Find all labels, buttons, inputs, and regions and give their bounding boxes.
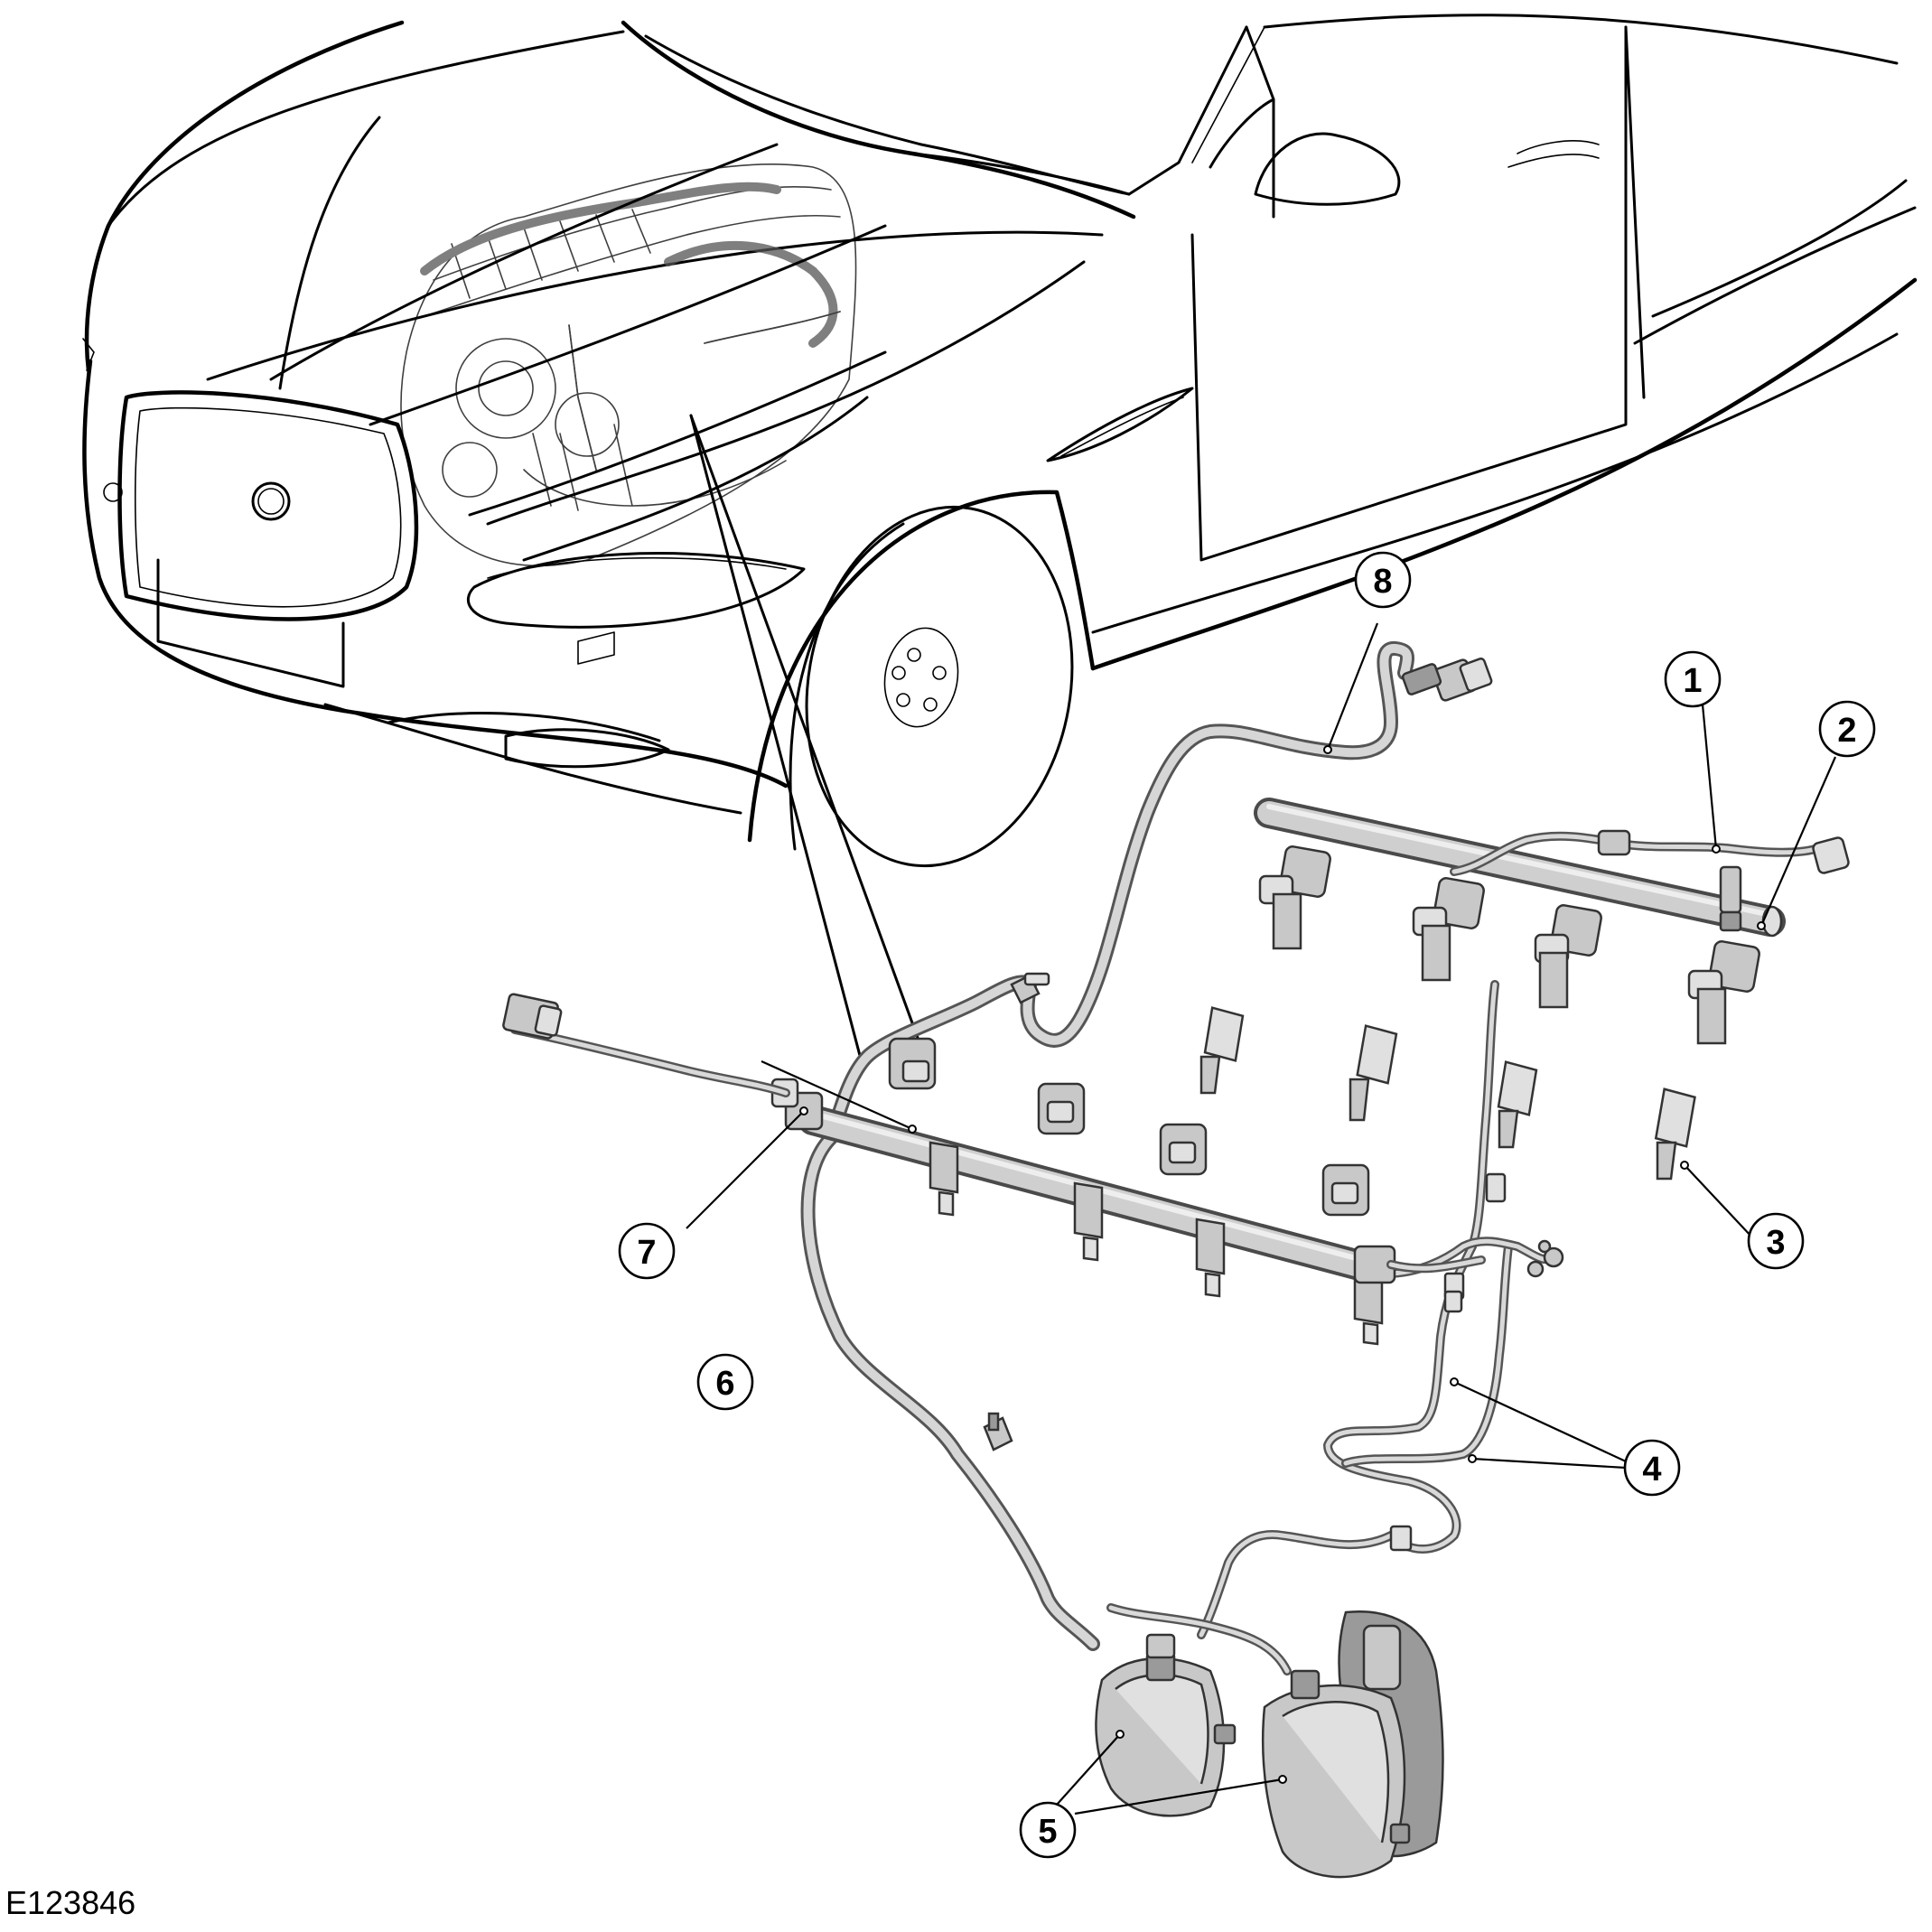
callout-7: 7: [618, 1222, 676, 1280]
callout-1: 1: [1664, 650, 1722, 708]
injector-upper-3: [1497, 904, 1602, 1149]
fuel-rail-lower: [502, 993, 1545, 1346]
svg-text:8: 8: [1373, 563, 1392, 601]
injector-lower-1: [888, 1037, 959, 1217]
callout-8: 8: [1354, 551, 1412, 609]
detail-pointer-lines: [689, 414, 923, 1068]
callout-leaders: [686, 622, 1837, 1815]
engine-illustration: [400, 163, 857, 567]
svg-text:3: 3: [1766, 1224, 1785, 1262]
svg-text:2: 2: [1837, 712, 1856, 750]
figure-id: E123846: [5, 1884, 136, 1921]
injector-lower-3: [1159, 1123, 1226, 1298]
injector-lower-4: [1321, 1163, 1384, 1346]
injector-upper-2: [1349, 877, 1485, 1122]
injector-lower-2: [1037, 1082, 1104, 1262]
vehicle-outline: [82, 14, 1918, 868]
svg-text:6: 6: [715, 1365, 734, 1403]
callout-2: 2: [1818, 700, 1876, 758]
high-pressure-pipes: [1106, 980, 1564, 1675]
injector-upper-1: [1199, 845, 1331, 1095]
svg-text:1: 1: [1683, 662, 1702, 700]
injector-upper-4: [1654, 940, 1760, 1181]
svg-text:5: 5: [1038, 1813, 1057, 1851]
fuel-system-detail: [502, 641, 1850, 1879]
fuel-supply-pipe: [800, 641, 1493, 1651]
callout-4: 4: [1623, 1439, 1681, 1497]
callout-5: 5: [1019, 1801, 1077, 1859]
fuel-rail-upper: [1199, 798, 1850, 1181]
hood-section-lines: [269, 143, 887, 562]
svg-text:7: 7: [637, 1234, 656, 1272]
fuel-pump-2: [1261, 1610, 1444, 1879]
callout-6: 6: [696, 1353, 754, 1411]
fuel-pump-1: [1095, 1633, 1237, 1817]
callout-3: 3: [1747, 1212, 1805, 1270]
svg-text:4: 4: [1642, 1451, 1661, 1489]
